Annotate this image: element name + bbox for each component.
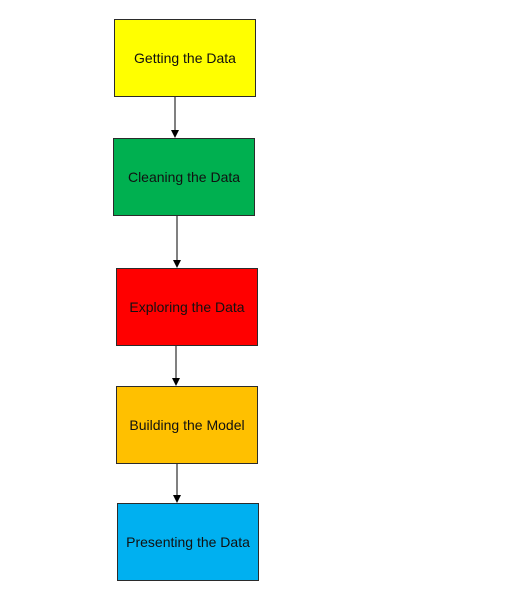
- step-label: Exploring the Data: [129, 299, 245, 315]
- step-presenting-the-data: Presenting the Data: [117, 503, 259, 581]
- step-getting-the-data: Getting the Data: [114, 19, 256, 97]
- step-label: Getting the Data: [134, 50, 236, 66]
- step-label: Cleaning the Data: [127, 169, 241, 185]
- step-label: Presenting the Data: [126, 534, 250, 550]
- step-cleaning-the-data: Cleaning the Data: [113, 138, 255, 216]
- step-label: Building the Model: [129, 417, 245, 433]
- step-exploring-the-data: Exploring the Data: [116, 268, 258, 346]
- step-building-the-model: Building the Model: [116, 386, 258, 464]
